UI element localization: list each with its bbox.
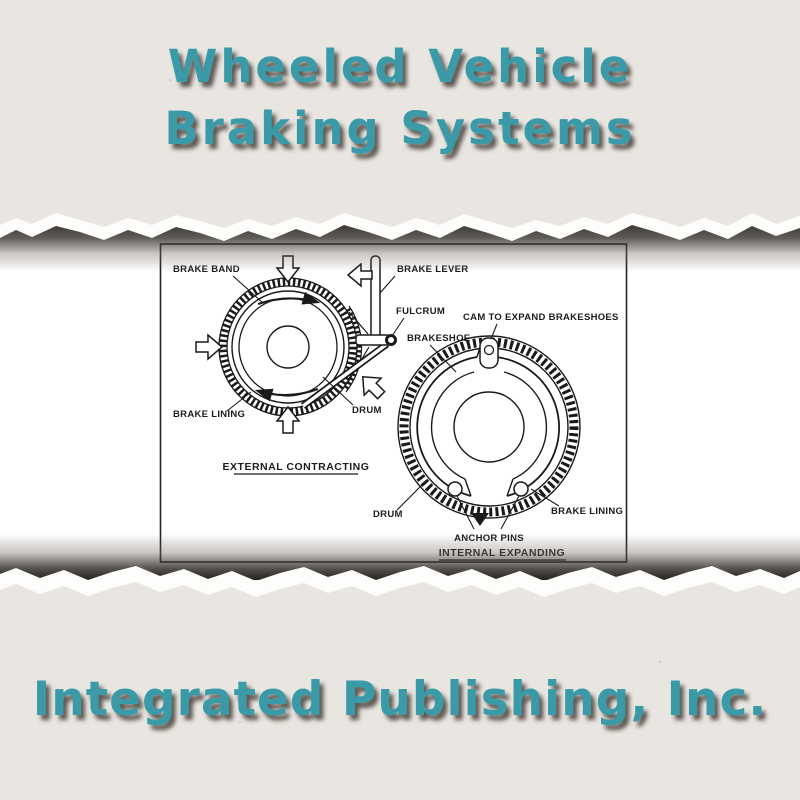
- paper-sheet-top: [0, 0, 800, 228]
- label-brake-lining-right: BRAKE LINING: [551, 506, 623, 517]
- label-drum-right: DRUM: [373, 509, 403, 520]
- rod-pull-arrow-icon: [361, 375, 386, 400]
- adjuster-wedge: [471, 513, 489, 526]
- external-contracting-diagram: BRAKE BAND BRAKE LEVER FULCRUM BRAKE LIN…: [173, 255, 468, 475]
- hub-hole: [453, 391, 525, 463]
- right-brakeshoe: [495, 356, 560, 497]
- rotation-arrow-bottom: [254, 387, 319, 402]
- label-brake-lining-left: BRAKE LINING: [173, 409, 245, 420]
- internal-expanding-diagram: CAM TO EXPAND BRAKESHOES BRAKESHOE DRUM …: [373, 312, 623, 561]
- brake-systems-figure: BRAKE BAND BRAKE LEVER FULCRUM BRAKE LIN…: [159, 243, 628, 563]
- drum-lining-hatching: [399, 337, 579, 517]
- fulcrum-pin: [385, 334, 397, 346]
- label-fulcrum: FULCRUM: [396, 306, 445, 317]
- inward-arrow-bottom-icon: [275, 405, 301, 434]
- caption-external-contracting: EXTERNAL CONTRACTING: [223, 461, 370, 473]
- brake-band-hatching: [219, 278, 357, 416]
- inward-arrow-left-icon: [195, 333, 224, 361]
- label-cam: CAM TO EXPAND BRAKESHOES: [463, 312, 619, 323]
- label-brakeshoe: BRAKESHOE: [407, 333, 470, 344]
- anchor-pin-left: [447, 481, 463, 497]
- anchor-pin-right: [513, 481, 529, 497]
- paper-sheet-bottom: [0, 582, 800, 800]
- publisher-name: Integrated Publishing, Inc.: [32, 672, 768, 727]
- page-title: Wheeled Vehicle Braking Systems: [0, 36, 800, 160]
- label-drum-left: DRUM: [352, 405, 382, 416]
- title-line-1: Wheeled Vehicle: [167, 40, 633, 93]
- hub-hole: [266, 325, 310, 369]
- title-line-2: Braking Systems: [164, 102, 636, 155]
